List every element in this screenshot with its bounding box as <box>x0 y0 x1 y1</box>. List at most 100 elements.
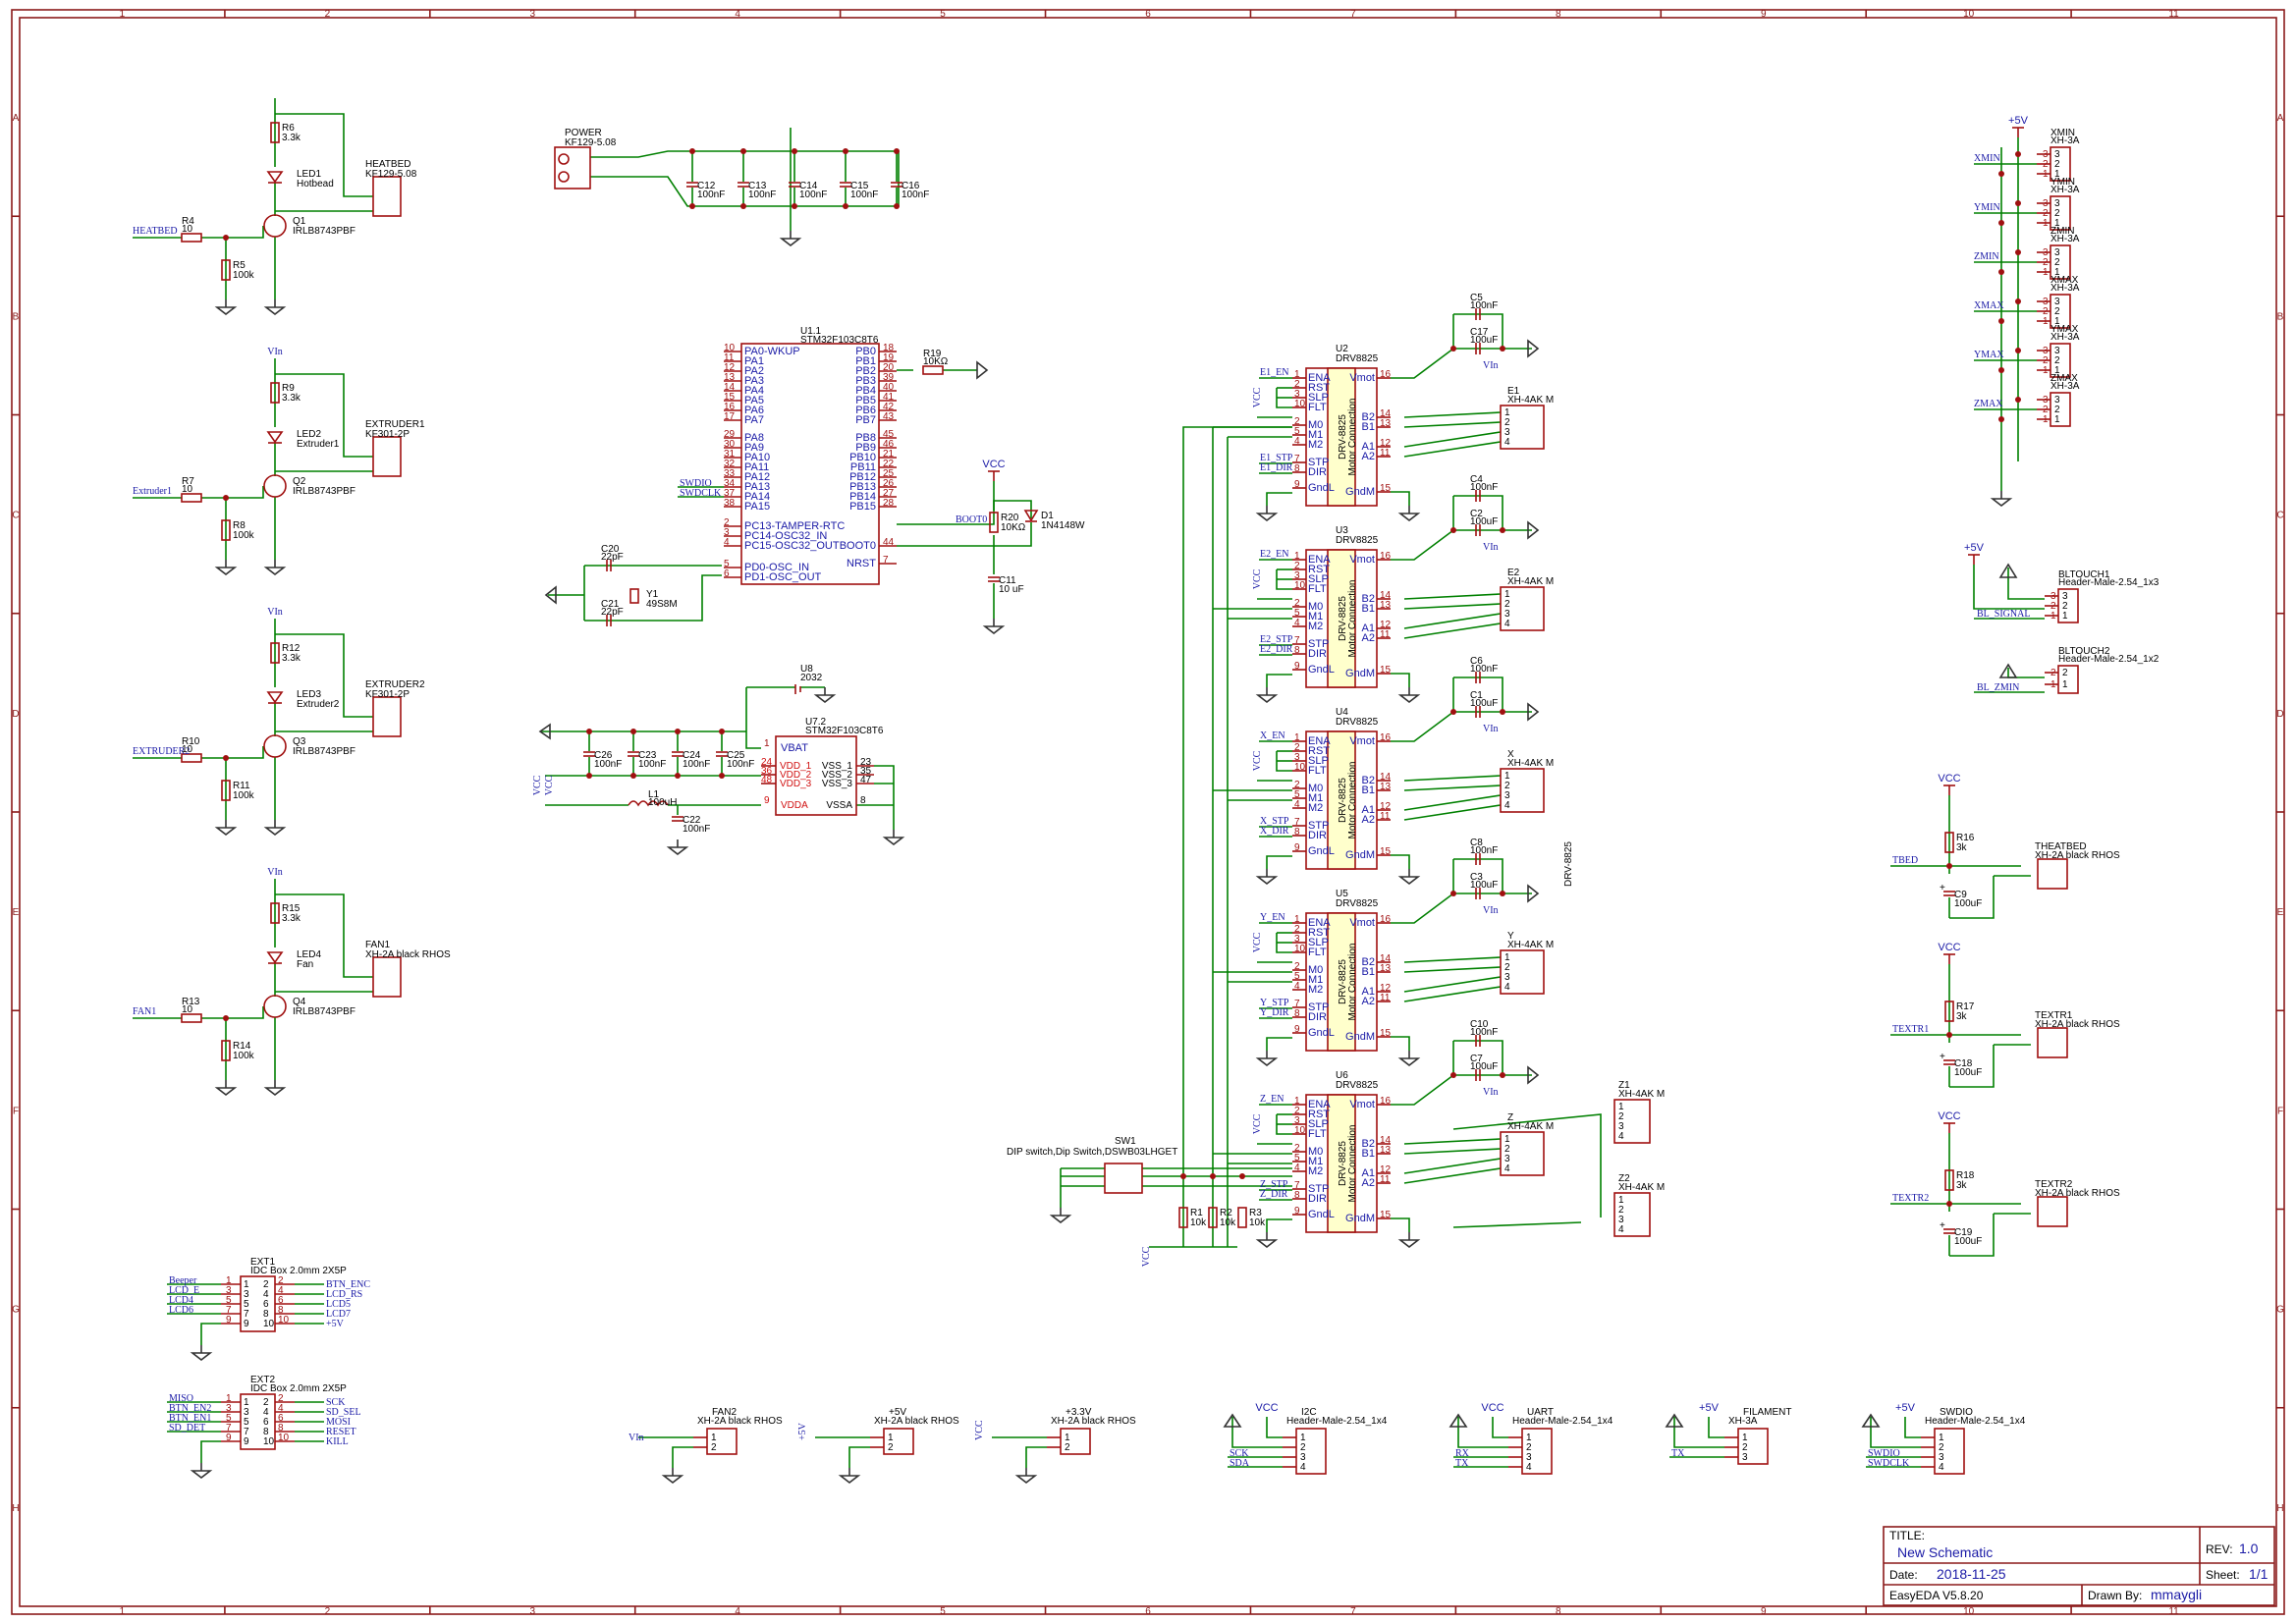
header-body <box>2057 665 2079 694</box>
header-ref: ZMIN <box>2050 226 2074 237</box>
vin-label: VIn <box>1483 905 1499 916</box>
driver-pin-name: FLT <box>1308 765 1327 777</box>
capacitor-ref: C16 <box>902 181 920 191</box>
wire <box>1266 1417 1283 1438</box>
idc-pin-num: 2 <box>278 1275 284 1286</box>
idc-pin-num: 5 <box>226 1295 232 1306</box>
z-pin-num: 3 <box>1618 1121 1624 1132</box>
wire <box>584 574 722 622</box>
mcu-pin-num: 5 <box>724 559 730 569</box>
capacitor-value: 100nF <box>902 189 929 200</box>
wire <box>200 1323 221 1345</box>
bottom-conn-ref: +3.3V <box>1066 1407 1092 1418</box>
idc-net: LCD7 <box>326 1309 351 1320</box>
z-conn-value: XH-4AK M <box>1618 1089 1665 1100</box>
junction-dot <box>1450 527 1456 533</box>
ground-arrow <box>1223 1413 1242 1428</box>
therm-net: TEXTR2 <box>1892 1193 1929 1204</box>
pin-num: 36 <box>761 766 773 777</box>
wire <box>1949 1045 1995 1088</box>
wire <box>1266 674 1292 687</box>
junction-dot <box>894 203 900 209</box>
ground-symbol <box>661 1475 684 1485</box>
pin-num: 9 <box>764 795 770 806</box>
conn-value: KF301-2P <box>365 429 410 440</box>
ground-symbol <box>263 306 287 316</box>
vin-label: VIn <box>1483 1087 1499 1098</box>
wire <box>994 522 1032 547</box>
driver-pin-num: 14 <box>1380 590 1392 601</box>
mcu-power-body <box>775 735 857 816</box>
junction-dot <box>1998 269 2004 275</box>
power-flag-label: +5V <box>1964 542 1985 554</box>
mosfet-body <box>263 734 287 758</box>
therm-connector <box>2037 1196 2068 1227</box>
header-pin-num: 1 <box>2054 267 2060 278</box>
driver-pin-name: A1 <box>1362 804 1375 816</box>
bottom-supply: VIn <box>629 1433 644 1443</box>
net-swdio: SWDIO <box>680 478 712 489</box>
driver-pin-num: 2 <box>1294 780 1300 790</box>
mosfet-ref: Q2 <box>293 476 306 487</box>
driver-pin-num: 2 <box>1294 561 1300 571</box>
zone-col-top: 9 <box>1761 9 1767 20</box>
title-block: TITLE: New Schematic REV: 1.0 Date: 2018… <box>1883 1526 2275 1606</box>
capacitor-ref: C23 <box>638 750 657 761</box>
driver-pin-name: GndL <box>1308 664 1335 676</box>
motor-conn-value: XH-4AK M <box>1507 1121 1554 1132</box>
driver-pin-num: 3 <box>1294 389 1300 400</box>
power-flag-label: VCC <box>1255 1402 1278 1414</box>
idc-pin-num: 2 <box>263 1279 269 1290</box>
idc-pin-num: 9 <box>244 1436 249 1447</box>
pin-num: 8 <box>860 795 866 806</box>
zone-row-right: A <box>2277 113 2284 124</box>
resistor-value: 10k <box>1190 1217 1207 1228</box>
wire <box>1403 1138 1502 1145</box>
header-ref: ZMAX <box>2050 373 2078 384</box>
mcu-pin-num: 44 <box>883 537 895 548</box>
mcu-pin-name: PA10 <box>744 452 770 463</box>
wire <box>1391 348 1532 379</box>
driver-pin-name: SLP <box>1308 392 1329 404</box>
therm-net: TBED <box>1892 855 1918 866</box>
driver-pin-num: 14 <box>1380 408 1392 419</box>
ground-symbol <box>214 306 238 316</box>
power-flag-label: VCC <box>1481 1402 1503 1414</box>
inductor-ref: L1 <box>648 789 660 800</box>
driver-body-label: DRV-8825 <box>1338 778 1348 823</box>
mcu-pin-num: 3 <box>724 527 730 538</box>
pin-num: 48 <box>761 775 773 785</box>
header-pin-num: 2 <box>2054 159 2060 170</box>
wire <box>201 486 264 499</box>
resistor <box>221 780 231 801</box>
header-pin-num: 2 <box>2054 355 2060 366</box>
mcu-pin-num: 18 <box>883 343 895 353</box>
junction-dot <box>2015 348 2021 353</box>
bottom-connector <box>1521 1428 1553 1475</box>
vin-label: VIn <box>1483 360 1499 371</box>
mcu-pin-name: PD1-OSC_OUT <box>744 571 822 583</box>
driver-pin-name: M0 <box>1308 419 1323 431</box>
driver-pin-name: Vmot <box>1349 917 1375 929</box>
zone-row-left: G <box>12 1305 20 1316</box>
conn-value: XH-2A black RHOS <box>365 949 451 960</box>
mosfet-body <box>263 995 287 1018</box>
bottom-conn-ref: FAN2 <box>712 1407 737 1418</box>
vcc-label: VCC <box>1252 387 1263 407</box>
led-body <box>266 171 284 184</box>
driver-pin-name: M1 <box>1308 792 1323 804</box>
endstop-net: YMAX <box>1974 350 2004 360</box>
wire <box>1403 431 1502 448</box>
wire <box>1403 1158 1502 1174</box>
bottom-net: TX <box>1671 1448 1685 1459</box>
resistor-value: 100k <box>233 530 255 541</box>
junction-dot <box>586 729 592 734</box>
idc-net: LCD4 <box>169 1295 193 1306</box>
mosfet-value: IRLB8743PBF <box>293 226 355 237</box>
resistor-ref: R6 <box>282 123 295 134</box>
junction-dot <box>1450 1072 1456 1078</box>
mcu-pin-num: 41 <box>883 392 895 403</box>
junction-dot <box>630 729 636 734</box>
therm-conn-ref: TEXTR2 <box>2035 1179 2073 1190</box>
motor-pin-num: 4 <box>1504 800 1510 811</box>
